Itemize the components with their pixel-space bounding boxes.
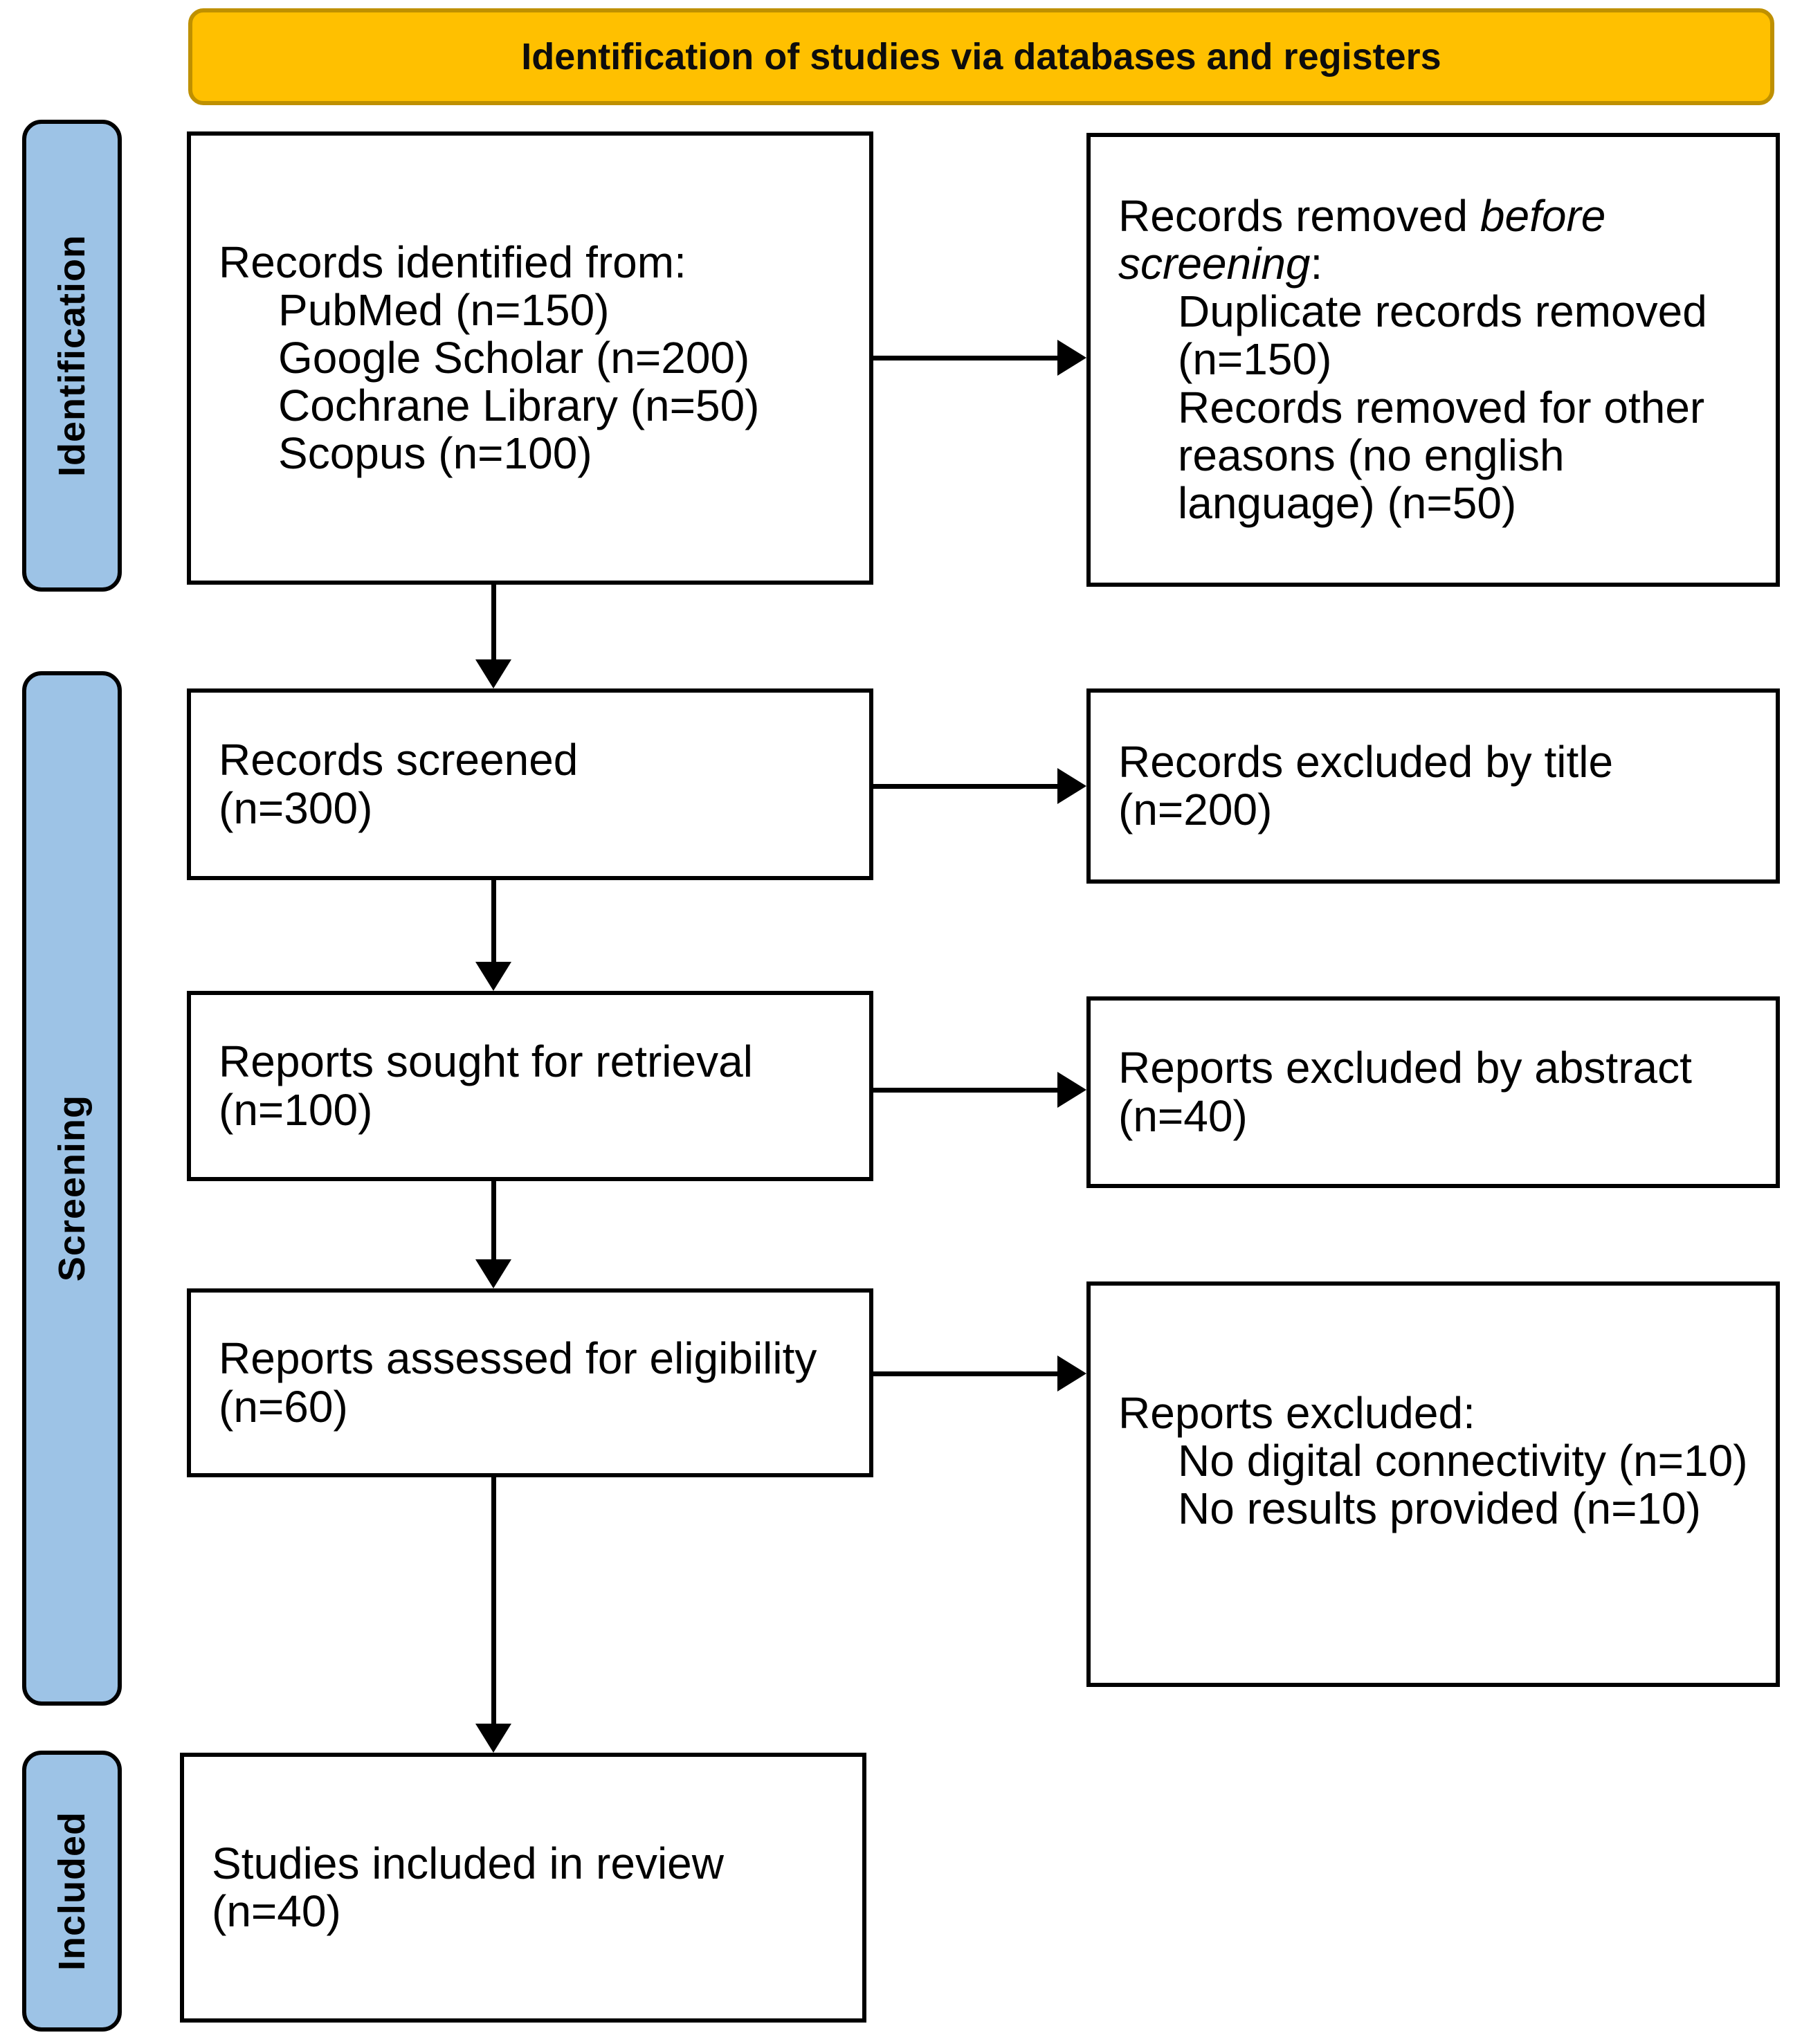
arrow-head-right-icon	[1057, 1072, 1086, 1108]
box-reports-sought-for-retrieval: Reports sought for retrieval (n=100)	[187, 991, 873, 1181]
arrow-head-down-icon	[475, 1724, 511, 1753]
arrow-head-right-icon	[1057, 340, 1086, 376]
banner-title: Identification of studies via databases …	[521, 36, 1441, 77]
stage-included-label: Included	[51, 1811, 93, 1971]
studies-included-count: (n=40)	[212, 1886, 341, 1936]
records-identified-title: Records identified from:	[219, 237, 686, 287]
box-reports-assessed-for-eligibility: Reports assessed for eligibility (n=60)	[187, 1288, 873, 1477]
records-identified-item: PubMed (n=150)	[278, 284, 610, 335]
box-records-screened: Records screened (n=300)	[187, 688, 873, 880]
records-identified-item: Cochrane Library (n=50)	[278, 381, 760, 431]
banner-identification-via-databases: Identification of studies via databases …	[188, 8, 1774, 105]
arrow-shaft	[873, 784, 1059, 789]
arrow-head-right-icon	[1057, 1356, 1086, 1391]
box-reports-excluded-by-abstract: Reports excluded by abstract (n=40)	[1086, 996, 1780, 1188]
reports-assessed-line: Reports assessed for eligibility	[219, 1333, 817, 1384]
box-studies-included-in-review: Studies included in review (n=40)	[180, 1753, 866, 2023]
records-excluded-title-line: Records excluded by title	[1118, 736, 1614, 787]
reports-assessed-count: (n=60)	[219, 1381, 348, 1432]
reports-excluded-abstract-count: (n=40)	[1118, 1091, 1248, 1141]
reports-excluded-item: No digital connectivity (n=10)	[1178, 1436, 1748, 1486]
records-identified-item: Google Scholar (n=200)	[278, 332, 750, 383]
reports-sought-count: (n=100)	[219, 1084, 373, 1135]
stage-identification: Identification	[22, 120, 122, 592]
records-screened-count: (n=300)	[219, 783, 373, 833]
arrow-head-down-icon	[475, 659, 511, 688]
box-records-identified: Records identified from: PubMed (n=150) …	[187, 131, 873, 585]
arrow-shaft	[873, 1088, 1059, 1093]
records-removed-title-prefix: Records removed	[1118, 191, 1480, 241]
arrow-shaft	[873, 356, 1059, 361]
arrow-head-right-icon	[1057, 768, 1086, 804]
stage-screening: Screening	[22, 671, 122, 1706]
arrow-shaft	[491, 880, 496, 963]
records-screened-line: Records screened	[219, 735, 579, 785]
arrow-head-down-icon	[475, 1259, 511, 1288]
reports-excluded-title: Reports excluded:	[1118, 1388, 1475, 1438]
stage-included: Included	[22, 1751, 122, 2032]
stage-screening-label: Screening	[51, 1095, 93, 1282]
reports-excluded-item: No results provided (n=10)	[1178, 1484, 1701, 1534]
records-removed-item: Records removed for other reasons (no en…	[1178, 382, 1705, 528]
reports-excluded-abstract-line: Reports excluded by abstract	[1118, 1043, 1692, 1093]
box-records-excluded-by-title: Records excluded by title (n=200)	[1086, 688, 1780, 884]
arrow-head-down-icon	[475, 962, 511, 991]
stage-identification-label: Identification	[51, 235, 93, 477]
arrow-shaft	[873, 1371, 1059, 1376]
records-removed-title: Records removed before screening:	[1118, 192, 1759, 288]
box-reports-excluded: Reports excluded: No digital connectivit…	[1086, 1281, 1780, 1687]
records-identified-item: Scopus (n=100)	[278, 428, 592, 479]
arrow-shaft	[491, 585, 496, 661]
box-records-removed-before-screening: Records removed before screening: Duplic…	[1086, 133, 1780, 587]
reports-sought-line: Reports sought for retrieval	[219, 1037, 753, 1087]
records-removed-item: Duplicate records removed (n=150)	[1178, 286, 1707, 385]
records-removed-title-italic: before screening	[1118, 191, 1606, 289]
arrow-shaft	[491, 1477, 496, 1725]
records-removed-title-suffix: :	[1310, 239, 1323, 289]
studies-included-line: Studies included in review	[212, 1838, 724, 1888]
records-excluded-title-count: (n=200)	[1118, 785, 1273, 834]
arrow-shaft	[491, 1181, 496, 1261]
